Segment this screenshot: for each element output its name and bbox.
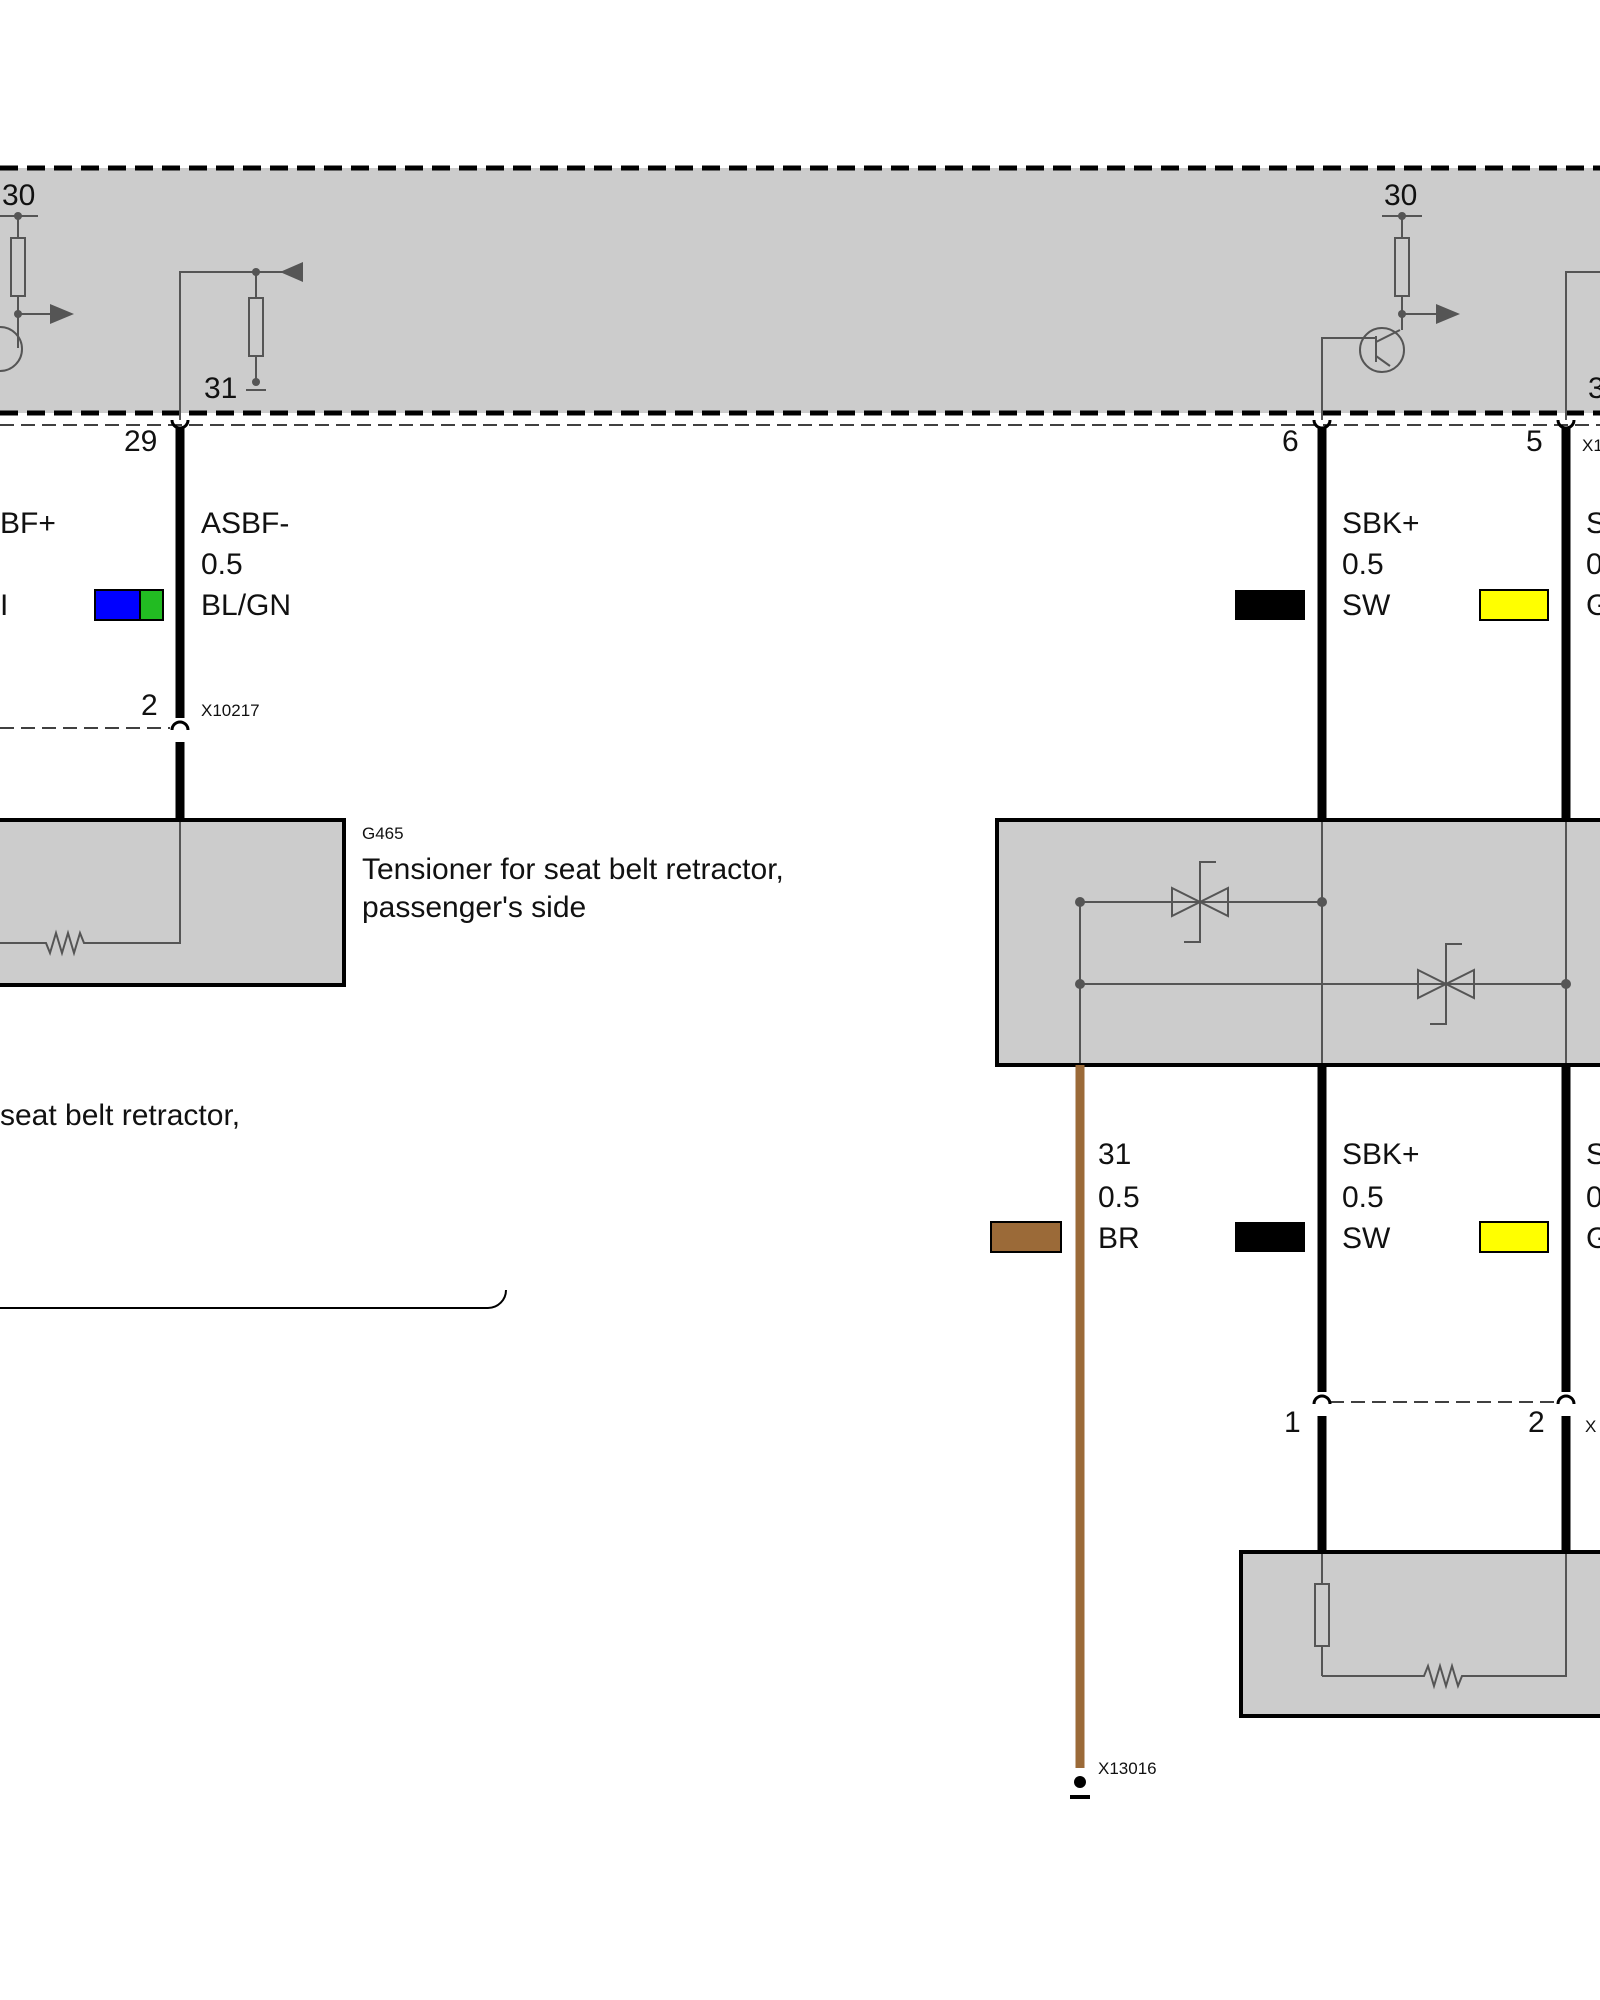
connector-pin-icon <box>1312 419 1332 430</box>
connector-pin-icon <box>1312 1394 1332 1405</box>
left-internal-circuit: 30 <box>0 179 74 372</box>
ground-31-signal-label: 31 <box>1098 1138 1131 1171</box>
ground-partial-right-label: 3 <box>1588 372 1600 405</box>
sbk-bottom-size-label: 0.5 <box>1342 1181 1384 1214</box>
wire-right-top-partial: S 0 G <box>1479 428 1600 820</box>
supply-30-right-label: 30 <box>1384 179 1417 212</box>
right-top-signal-partial: S <box>1586 507 1600 540</box>
connector-pin-icon <box>1556 1394 1576 1405</box>
partial-left-desc-label: seat belt retractor, <box>0 1099 240 1132</box>
pin6-internal-circuit: 30 <box>1321 179 1460 420</box>
bottom-component-body <box>1239 1550 1600 1718</box>
wire-color-swatch-br <box>990 1221 1062 1253</box>
connector-x1-partial-label: X1 <box>1582 436 1600 455</box>
wire-color-swatch-yellow <box>1479 1221 1549 1253</box>
diode-icon <box>1417 943 1475 1025</box>
control-module-body <box>0 168 1600 413</box>
pin-29-label: 29 <box>124 425 157 458</box>
connector-pin-icon <box>170 720 190 731</box>
ground-31-left-label: 31 <box>204 372 237 405</box>
transistor-icon <box>0 326 23 372</box>
bottom-connector: 1 2 X <box>1284 1394 1596 1439</box>
supply-30-left-label: 30 <box>2 179 35 212</box>
wire-right-bottom-partial: S 0 G <box>1479 1065 1600 1552</box>
resistor-icon <box>1314 1583 1330 1647</box>
sbk-bottom-signal-label: SBK+ <box>1342 1138 1420 1171</box>
wire-ground-31: 31 0.5 BR <box>990 1065 1140 1768</box>
pin-5-label: 5 <box>1526 425 1543 458</box>
wire-color-swatch-bl-gn <box>94 589 164 621</box>
component-g465: G465 Tensioner for seat belt retractor, … <box>0 818 784 987</box>
wire-color-swatch-sw <box>1235 590 1305 620</box>
bottom-connector-pin-2-label: 2 <box>1528 1406 1545 1439</box>
component-g465-id-label: G465 <box>362 824 404 843</box>
right-top-color-partial: G <box>1586 589 1600 622</box>
connector-x10217-label: X10217 <box>201 701 260 720</box>
left-partial-wire: BF+ I <box>0 507 56 622</box>
bottom-connector-partial-label: X <box>1585 1417 1596 1436</box>
sbk-bottom-color-label: SW <box>1342 1222 1391 1255</box>
connector-x10217: 2 X10217 <box>0 689 260 731</box>
diode-icon <box>1171 861 1229 943</box>
ground-31-size-label: 0.5 <box>1098 1181 1140 1214</box>
asbf-minus-signal-label: ASBF- <box>201 507 289 540</box>
heating-coil-icon <box>1418 1662 1470 1690</box>
bottom-connector-pin-1-label: 1 <box>1284 1406 1301 1439</box>
wire-color-swatch-sw <box>1235 1222 1305 1252</box>
left-color-partial-label: I <box>0 589 8 622</box>
connector-x10217-pin-label: 2 <box>141 689 158 722</box>
component-g465-desc-line1: Tensioner for seat belt retractor, <box>362 853 784 886</box>
sbk-top-signal-label: SBK+ <box>1342 507 1420 540</box>
ground-31-color-label: BR <box>1098 1222 1140 1255</box>
connector-pin-icon <box>170 419 190 430</box>
connector-pin-icon <box>1556 419 1576 430</box>
heating-coil-icon <box>0 929 90 957</box>
ground-point-x13016: X13016 <box>1070 1759 1157 1799</box>
arrow-right-icon <box>1436 304 1460 324</box>
right-bottom-size-partial: 0 <box>1586 1181 1600 1214</box>
resistor-icon <box>10 237 26 297</box>
group-bracket <box>0 1289 507 1309</box>
component-g465-body <box>0 818 346 987</box>
asbf-minus-size-label: 0.5 <box>201 548 243 581</box>
resistor-icon <box>1394 237 1410 297</box>
arrow-left-icon <box>280 262 303 282</box>
pin29-internal-circuit: 31 <box>179 262 303 420</box>
component-g465-desc-line2: passenger's side <box>362 891 586 924</box>
partial-component-description: seat belt retractor, <box>0 1099 507 1309</box>
asbf-minus-color-label: BL/GN <box>201 589 291 622</box>
control-module <box>0 165 1600 426</box>
wire-sbk-bottom: SBK+ 0.5 SW <box>1235 1065 1420 1552</box>
wire-sbk-top: SBK+ 0.5 SW <box>1235 428 1420 820</box>
bottom-component <box>1239 1550 1600 1718</box>
resistor-icon <box>248 297 264 357</box>
diode-block-body <box>995 818 1600 1067</box>
sbk-top-color-label: SW <box>1342 589 1391 622</box>
ground-point-dot <box>1074 1776 1086 1788</box>
right-bottom-signal-partial: S <box>1586 1138 1600 1171</box>
right-bottom-color-partial: G <box>1586 1222 1600 1255</box>
asbf-plus-partial-label: BF+ <box>0 507 56 540</box>
pin5-internal-circuit: 3 <box>1565 271 1600 420</box>
diode-block <box>995 818 1600 1067</box>
sbk-top-size-label: 0.5 <box>1342 548 1384 581</box>
arrow-right-icon <box>50 304 74 324</box>
transistor-icon <box>1359 327 1405 373</box>
connector-x13016-label: X13016 <box>1098 1759 1157 1778</box>
module-pins: 29 6 5 X1 <box>124 419 1600 458</box>
pin-6-label: 6 <box>1282 425 1299 458</box>
right-top-size-partial: 0 <box>1586 548 1600 581</box>
wire-color-swatch-yellow <box>1479 589 1549 621</box>
wire-asbf-minus: ASBF- 0.5 BL/GN <box>94 428 291 820</box>
